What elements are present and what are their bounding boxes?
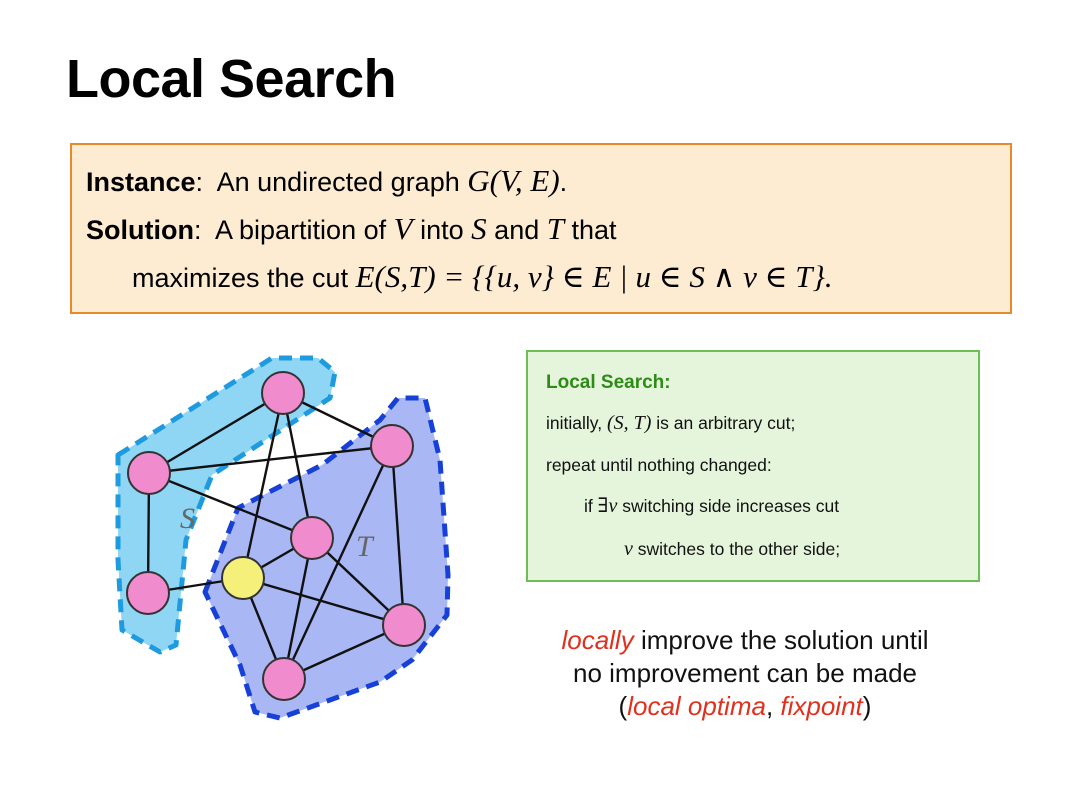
- remark-text: locally improve the solution until no im…: [490, 624, 1000, 723]
- algo-line1-prefix: initially,: [546, 413, 603, 433]
- solution-math-s: S: [471, 211, 487, 246]
- graph-vertex-v5: [290, 516, 334, 560]
- graph-edge-v1-v5: [281, 392, 314, 539]
- graph-edge-v4-v7: [390, 445, 406, 626]
- solution-text-1: A bipartition of: [215, 215, 387, 245]
- solution-math-t: T: [546, 211, 564, 246]
- cut-text: maximizes the cut: [132, 263, 349, 293]
- remark-text-1: improve the solution until: [640, 625, 929, 655]
- graph-edge-v1-v6: [241, 392, 285, 579]
- graph-vertex-v8: [262, 657, 306, 701]
- graph-vertex-v7: [382, 603, 426, 647]
- algo-line1-suffix: is an arbitrary cut;: [656, 413, 796, 433]
- region-s: [115, 355, 338, 655]
- graph-edge-v5-v8: [282, 537, 314, 680]
- remark-open-paren: (: [618, 691, 628, 721]
- cut-definition-line: maximizes the cut E(S,T) = {{u, v} ∈ E |…: [132, 259, 833, 295]
- graph-vertex-v3: [126, 571, 170, 615]
- instance-math: G(V, E): [467, 163, 560, 198]
- cut-formula: E(S,T) = {{u, v} ∈ E | u ∈ S ∧ v ∈ T}.: [355, 259, 833, 294]
- graph-vertex-v2: [127, 451, 171, 495]
- solution-math-v: V: [393, 211, 413, 246]
- term-fixpoint: fixpoint: [780, 691, 863, 721]
- problem-definition-box: Instance: An undirected graph G(V, E). S…: [70, 143, 1012, 314]
- solution-text-4: that: [571, 215, 617, 245]
- solution-text-2: into: [420, 215, 464, 245]
- graph-edge-v1-v2: [148, 391, 284, 475]
- graph-vertex-v1: [261, 371, 305, 415]
- remark-comma: ,: [765, 691, 781, 721]
- instance-line: Instance: An undirected graph G(V, E).: [86, 163, 568, 198]
- algo-line4-math: v: [624, 538, 633, 560]
- graph-vertex-v4: [370, 424, 414, 468]
- solution-label: Solution: [86, 215, 194, 245]
- remark-line-3: (local optima, fixpoint): [490, 690, 1000, 723]
- term-locally: locally: [561, 625, 634, 655]
- remark-line-1: locally improve the solution until: [490, 624, 1000, 657]
- region-s-label: S: [180, 502, 195, 535]
- solution-text-3: and: [494, 215, 540, 245]
- algo-line3-prefix: if: [584, 496, 593, 516]
- remark-close-paren: ): [862, 691, 872, 721]
- instance-label: Instance: [86, 167, 196, 197]
- algorithm-line-1: initially, (S, T) is an arbitrary cut;: [546, 412, 795, 435]
- graph-edge-v2-v5: [148, 471, 313, 540]
- algorithm-line-4: v switches to the other side;: [624, 538, 840, 561]
- graph-edge-v4-v2: [148, 444, 393, 475]
- instance-text: An undirected graph: [216, 167, 460, 197]
- algorithm-line-2: repeat until nothing changed:: [546, 455, 772, 475]
- solution-line: Solution: A bipartition of V into S and …: [86, 211, 617, 246]
- region-t-label: T: [356, 530, 375, 563]
- algorithm-title: Local Search:: [546, 372, 671, 393]
- term-local-optima: local optima: [627, 691, 766, 721]
- algo-line3-suffix: switching side increases cut: [622, 496, 840, 516]
- slide-title: Local Search: [66, 49, 397, 109]
- remark-line-2: no improvement can be made: [573, 658, 917, 688]
- algorithm-box: Local Search: initially, (S, T) is an ar…: [526, 350, 980, 582]
- algo-line4-suffix: switches to the other side;: [637, 539, 841, 559]
- graph-edge-v6-v7: [242, 576, 405, 627]
- algo-line1-math: (S, T): [606, 412, 652, 434]
- graph-vertex-v6: [221, 556, 265, 600]
- algo-line3-math: ∃v: [597, 495, 618, 517]
- algorithm-line-3: if ∃v switching side increases cut: [584, 493, 839, 518]
- graph-vertices: [126, 371, 426, 701]
